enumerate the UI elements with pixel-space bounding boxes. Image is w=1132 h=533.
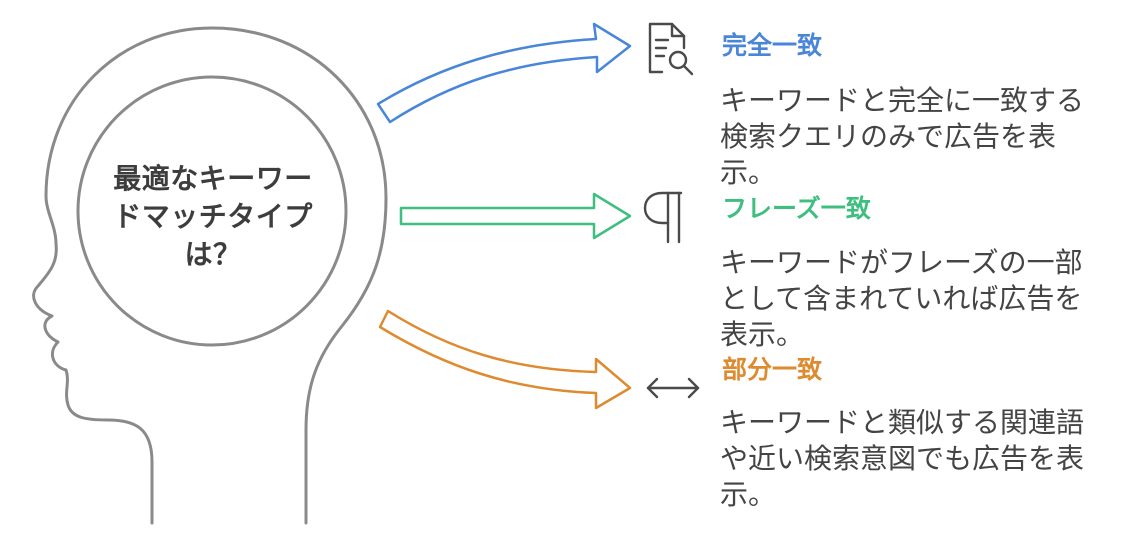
pilcrow-icon — [643, 191, 683, 244]
center-question-line-3: は？ — [184, 238, 242, 271]
arrow-phrase-match — [399, 192, 632, 240]
center-question-line-2: ドマッチタイプ — [113, 200, 313, 233]
arrow-exact-match — [376, 22, 632, 124]
head-silhouette — [32, 26, 388, 525]
broad-match-description: キーワードと類似する関連語 や近い検索意図でも広告を表 示。 — [720, 406, 1085, 511]
document-search-icon — [648, 22, 694, 76]
center-question-line-1: 最適なキーワー — [113, 162, 313, 195]
exact-match-title: 完全一致 — [722, 31, 823, 60]
arrow-broad-match — [378, 309, 632, 410]
phrase-match-description: キーワードがフレーズの一部 として含まれていれば広告を 表示。 — [720, 246, 1083, 351]
double-arrow-icon — [646, 377, 700, 399]
center-question: 最適なキーワー ドマッチタイプ は？ — [88, 160, 338, 274]
phrase-match-title: フレーズ一致 — [722, 194, 871, 223]
broad-match-title: 部分一致 — [722, 355, 823, 384]
thought-circle — [76, 75, 348, 347]
exact-match-description: キーワードと完全に一致する 検索クエリのみで広告を表 示。 — [720, 84, 1085, 189]
